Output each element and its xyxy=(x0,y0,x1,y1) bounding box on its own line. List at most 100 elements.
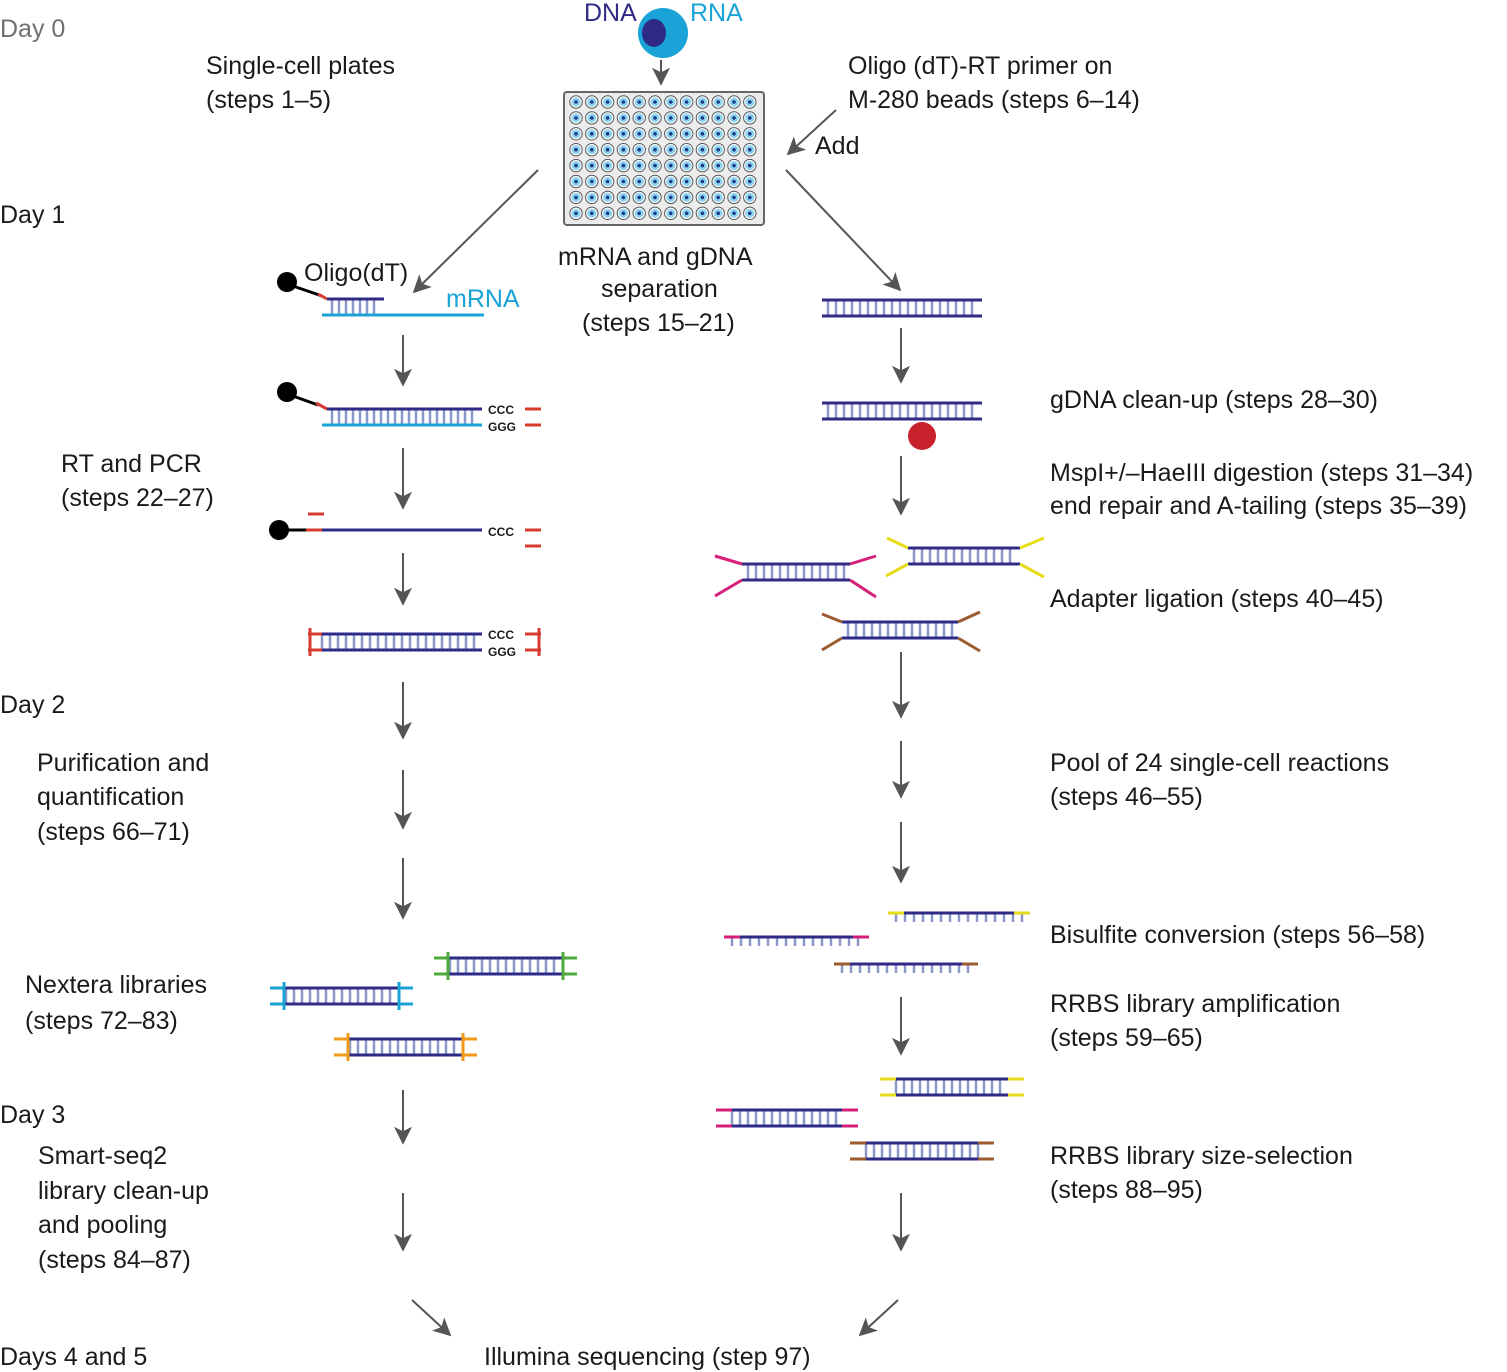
well-cell xyxy=(748,147,752,152)
well-cell xyxy=(590,163,594,168)
amplified-cdna xyxy=(308,628,541,656)
well-cell xyxy=(605,179,610,184)
well-cell xyxy=(684,163,689,168)
fragment-brown-adapter xyxy=(821,610,981,653)
well-cell xyxy=(574,195,578,200)
well-cell xyxy=(748,132,752,136)
rt-pcr-steps: (steps 22–27) xyxy=(61,484,214,512)
bisulfite-label: Bisulfite conversion (steps 56–58) xyxy=(1050,921,1426,949)
rt-product xyxy=(277,382,541,427)
rt-pcr-label: RT and PCR xyxy=(61,450,202,478)
bead-icon xyxy=(277,272,297,292)
well-cell xyxy=(637,195,641,200)
well-cell xyxy=(621,132,626,136)
rrbs-library-brown xyxy=(850,1141,994,1161)
well-cell xyxy=(621,211,626,216)
well-cell xyxy=(748,211,752,216)
dna-molecule-diagrams xyxy=(269,272,1045,1161)
well-cell xyxy=(574,116,578,120)
well-cell xyxy=(748,195,752,200)
oligo-primer-label: Oligo (dT)-RT primer on xyxy=(848,52,1113,80)
rrbs-size-steps: (steps 88–95) xyxy=(1050,1176,1203,1204)
rrbs-amp-steps: (steps 59–65) xyxy=(1050,1024,1203,1052)
well-cell xyxy=(653,179,657,184)
well-cell xyxy=(716,211,720,216)
well-cell xyxy=(716,116,720,120)
add-label: Add xyxy=(815,132,860,160)
bisulfite-strand-yellow xyxy=(888,911,1030,922)
well-cell xyxy=(748,100,752,104)
well-cell xyxy=(700,163,705,168)
well-cell xyxy=(716,163,720,168)
days-4-5-label: Days 4 and 5 xyxy=(0,1343,148,1371)
oligo-dt-mrna-capture xyxy=(277,272,484,317)
well-cell xyxy=(621,179,626,184)
well-cell xyxy=(700,116,705,120)
digestion-line-1: MspI+/–HaeIII digestion (steps 31–34) xyxy=(1050,459,1474,487)
base-pair-rungs xyxy=(894,1079,1002,1095)
day-2-label: Day 2 xyxy=(0,691,66,719)
base-pair-rungs xyxy=(730,1110,838,1126)
smartseq-line-3: and pooling xyxy=(38,1211,168,1239)
flow-arrow xyxy=(858,1299,899,1337)
well-cell xyxy=(653,116,657,120)
well-cell xyxy=(574,179,578,184)
well-cell xyxy=(732,116,736,120)
well-cell xyxy=(748,116,752,120)
flow-arrow xyxy=(411,1299,452,1337)
purification-line-1: Purification and xyxy=(37,749,210,777)
well-cell xyxy=(716,195,720,200)
bisulfite-strand-magenta xyxy=(724,935,869,946)
well-cell xyxy=(637,147,641,152)
well-cell xyxy=(732,132,736,136)
nextera-library-orange xyxy=(334,1033,477,1061)
well-cell xyxy=(590,147,594,152)
well-cell xyxy=(700,147,705,152)
base-pair-rungs xyxy=(746,564,846,580)
separation-line-1: mRNA and gDNA xyxy=(558,243,753,271)
ccc-label-3: CCC xyxy=(488,628,514,642)
pool-steps: (steps 46–55) xyxy=(1050,783,1203,811)
well-cell xyxy=(669,211,673,216)
separation-steps: (steps 15–21) xyxy=(582,309,735,337)
well-cell xyxy=(669,195,673,200)
well-cell xyxy=(684,195,689,200)
smartseq-line-1: Smart-seq2 xyxy=(38,1142,168,1170)
well-cell xyxy=(605,147,610,152)
nextera-library-cyan xyxy=(270,982,413,1010)
well-cell xyxy=(669,163,673,168)
well-cell xyxy=(621,116,626,120)
base-pair-rungs xyxy=(826,300,974,316)
well-cell xyxy=(684,100,689,104)
well-cell xyxy=(669,132,673,136)
well-cell xyxy=(732,100,736,104)
genomic-dna xyxy=(822,298,982,318)
base-pair-rungs xyxy=(864,1143,980,1159)
well-cell xyxy=(716,147,720,152)
day-3-label: Day 3 xyxy=(0,1101,66,1129)
bisulfite-strand-brown xyxy=(834,962,978,973)
well-cell xyxy=(637,132,641,136)
well-cell xyxy=(684,147,689,152)
well-cell xyxy=(637,179,641,184)
rna-label: RNA xyxy=(690,0,743,27)
bead-icon xyxy=(277,382,297,402)
well-cell xyxy=(669,179,673,184)
well-cell xyxy=(605,132,610,136)
plate-body xyxy=(563,91,765,226)
nextera-library-green xyxy=(434,952,577,980)
well-cell xyxy=(700,195,705,200)
enzyme-dot-icon xyxy=(908,422,936,450)
base-pair-rungs xyxy=(330,299,376,315)
base-pair-rungs xyxy=(320,634,476,650)
pool-label: Pool of 24 single-cell reactions xyxy=(1050,749,1390,777)
well-cell xyxy=(590,116,594,120)
ccc-label-2: CCC xyxy=(488,525,514,539)
well-cell xyxy=(732,211,736,216)
well-cell xyxy=(716,132,720,136)
well-cell xyxy=(700,179,705,184)
purification-steps: (steps 66–71) xyxy=(37,818,190,846)
mrna-label: mRNA xyxy=(446,285,520,313)
base-pair-rungs xyxy=(448,958,556,974)
well-cell xyxy=(732,163,736,168)
